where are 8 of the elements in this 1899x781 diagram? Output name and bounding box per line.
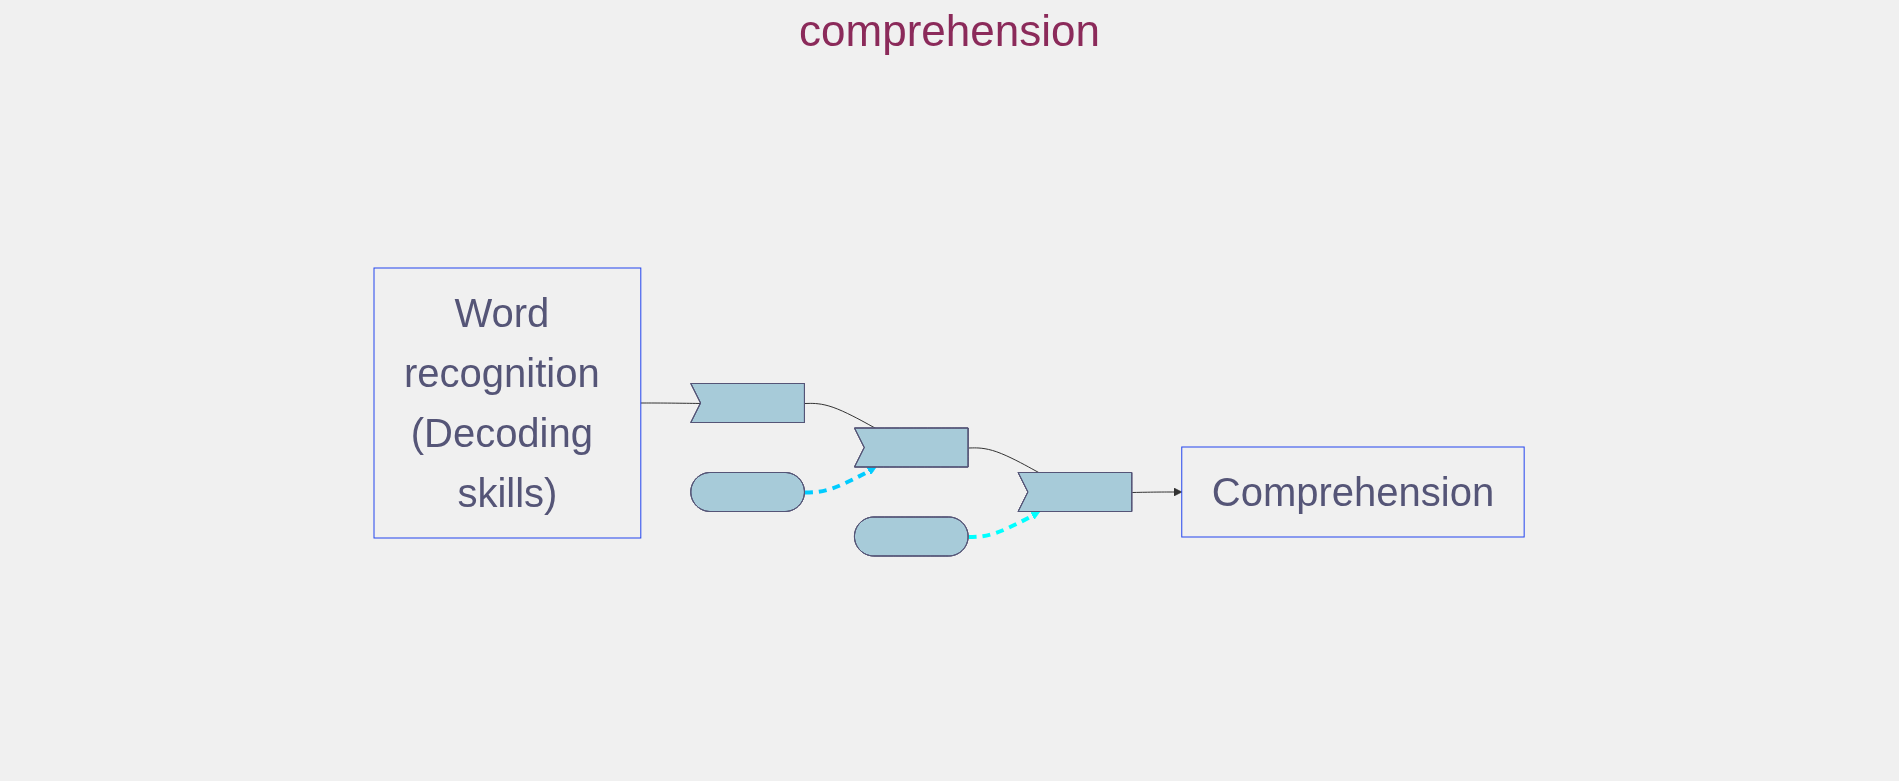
arrow xyxy=(805,467,877,495)
node-box: Comprehension xyxy=(1181,446,1526,538)
connector xyxy=(640,402,702,404)
arrow xyxy=(968,511,1041,539)
slide-heading: comprehension xyxy=(798,6,1101,56)
node-box: Word recognition (Decoding skills) xyxy=(373,267,642,539)
arrow xyxy=(1132,487,1183,497)
connector xyxy=(804,402,877,429)
